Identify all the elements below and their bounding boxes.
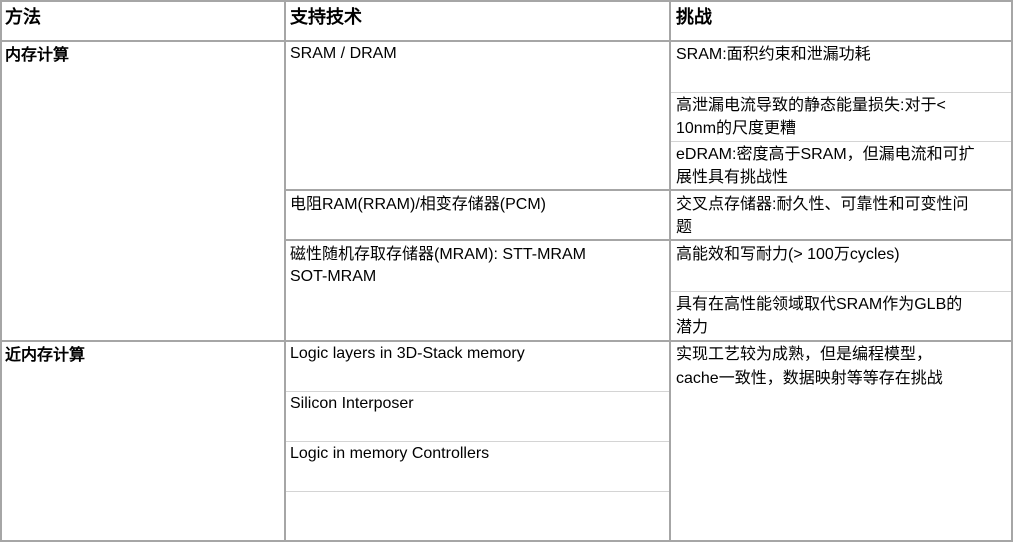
- tech-subdivider-2: [286, 441, 669, 442]
- tech-divider-mram: [284, 239, 1013, 241]
- challenge-nmc-line1: 实现工艺较为成熟，但是编程模型，: [676, 346, 933, 363]
- tech-3d-stack: Logic layers in 3D-Stack memory: [290, 345, 525, 362]
- table-border-bottom: [0, 540, 1013, 542]
- challenge-nmc-line2: cache一致性，数据映射等等存在挑战: [676, 370, 943, 387]
- challenge-leakage-line1: 高泄漏电流导致的静态能量损失:对于<: [676, 97, 946, 114]
- method-nmc: 近内存计算: [5, 345, 86, 364]
- challenge-glb-line1: 具有在高性能领域取代SRAM作为GLB的: [676, 296, 963, 313]
- header-divider: [0, 40, 1013, 42]
- challenge-glb-line2: 潜力: [676, 319, 709, 336]
- method-imc: 内存计算: [5, 45, 70, 64]
- challenge-edram-line2: 展性具有挑战性: [676, 169, 789, 186]
- header-tech: 支持技术: [290, 7, 362, 28]
- table-border-right: [1011, 0, 1013, 542]
- section-divider: [0, 340, 1013, 342]
- tech-subdivider-1: [286, 391, 669, 392]
- challenge-subdivider-1: [671, 92, 1011, 93]
- challenge-sram-area: SRAM:面积约束和泄漏功耗: [676, 46, 871, 63]
- challenge-crosspoint-line2: 题: [676, 219, 693, 236]
- challenge-leakage-line2: 10nm的尺度更糟: [676, 120, 797, 137]
- challenge-endurance: 高能效和写耐力(> 100万cycles): [676, 246, 900, 263]
- challenge-subdivider-2: [671, 141, 1011, 142]
- tech-mram-line2: SOT-MRAM: [290, 268, 377, 285]
- tech-silicon-interposer: Silicon Interposer: [290, 395, 414, 412]
- column-divider-1: [284, 0, 286, 542]
- challenge-subdivider-3: [671, 291, 1011, 292]
- table-border-top: [0, 0, 1013, 2]
- challenge-crosspoint-line1: 交叉点存储器:耐久性、可靠性和可变性问: [676, 196, 969, 213]
- tech-sram-dram: SRAM / DRAM: [290, 45, 397, 62]
- header-method: 方法: [5, 7, 41, 28]
- tech-memory-controllers: Logic in memory Controllers: [290, 445, 490, 462]
- tech-mram-line1: 磁性随机存取存储器(MRAM): STT-MRAM: [290, 246, 586, 263]
- table-border-left: [0, 0, 2, 542]
- tech-rram-pcm: 电阻RAM(RRAM)/相变存储器(PCM): [290, 196, 546, 213]
- challenge-edram-line1: eDRAM:密度高于SRAM，但漏电流和可扩: [676, 146, 975, 163]
- tech-subdivider-3: [286, 491, 669, 492]
- tech-divider-rram: [284, 189, 1013, 191]
- column-divider-2: [669, 0, 671, 542]
- header-challenge: 挑战: [676, 7, 712, 28]
